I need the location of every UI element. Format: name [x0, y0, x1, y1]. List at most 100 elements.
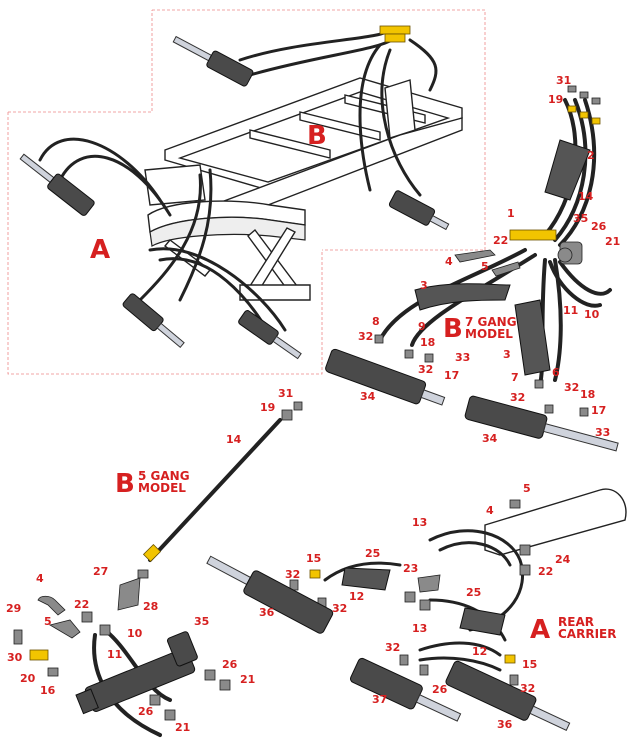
rear-carrier-callout-5: 22: [538, 565, 553, 578]
rear-carrier-label: A REAR CARRIER: [530, 615, 616, 645]
five-gang-callout-16: 26: [222, 658, 238, 671]
seven-gang-callout-6: 35: [573, 212, 588, 225]
seven-gang-text-2: MODEL: [465, 327, 513, 341]
five-gang-cylinder: [75, 631, 198, 715]
seven-gang-callout-15: 8: [372, 315, 380, 328]
seven-gang-callout-27: 17: [591, 404, 606, 417]
rear-carrier-callout-9: 12: [349, 590, 364, 603]
seven-gang-label: B 7 GANG MODEL: [443, 314, 517, 344]
seven-gang-callout-12: 11: [563, 304, 578, 317]
rear-carrier-callout-8: 32: [285, 568, 300, 581]
five-gang-text-2: MODEL: [138, 481, 186, 495]
seven-gang-callout-7: 26: [591, 220, 607, 233]
seven-gang-letter: B: [443, 314, 463, 344]
five-gang-callout-5: 28: [143, 600, 158, 613]
five-gang-callout-15: 35: [194, 615, 209, 628]
rear-carrier-callout-19: 36: [259, 606, 275, 619]
rear-carrier-text-1: REAR: [558, 615, 594, 629]
rear-carrier-callout-15: 15: [522, 658, 537, 671]
seven-gang-cylinders: [325, 348, 619, 452]
rear-carrier-sleeves: [341, 567, 506, 636]
seven-gang-callout-9: 22: [493, 234, 508, 247]
seven-gang-fittings: [374, 85, 601, 417]
five-gang-callout-12: 20: [20, 672, 36, 685]
seven-gang-callout-20: 32: [418, 363, 433, 376]
rear-carrier-callout-20: 37: [372, 693, 387, 706]
seven-gang-callout-14: 3: [420, 279, 428, 292]
rear-carrier-callout-12: 25: [466, 586, 481, 599]
rear-carrier-callout-21: 36: [497, 718, 513, 731]
top-valve: [379, 25, 411, 43]
five-gang-callout-2: 19: [260, 401, 275, 414]
seven-gang-callout-21: 17: [444, 369, 459, 382]
seven-gang-callout-8: 21: [605, 235, 620, 248]
five-gang-callout-6: 4: [36, 572, 44, 585]
top-dashed-outlines: [7, 9, 486, 375]
seven-gang-callout-18: 18: [420, 336, 435, 349]
five-gang-fittings: [13, 401, 303, 721]
rear-carrier-fittings: [289, 499, 531, 686]
section-a-top-label: A: [90, 235, 110, 265]
seven-gang-callout-29: 33: [595, 426, 610, 439]
five-gang-callout-1: 31: [278, 387, 293, 400]
rear-carrier-callout-2: 4: [486, 504, 494, 517]
seven-gang-callout-25: 32: [564, 381, 579, 394]
seven-gang-callout-3: 2: [587, 149, 595, 162]
seven-gang-callout-13: 10: [584, 308, 600, 321]
five-gang-text-1: 5 GANG: [138, 469, 190, 483]
seven-gang-callout-23: 7: [511, 371, 519, 384]
rear-carrier-callout-17: 26: [432, 683, 448, 696]
rear-carrier-callout-18: 32: [520, 682, 535, 695]
five-gang-label: B 5 GANG MODEL: [115, 469, 190, 499]
rear-carrier-callout-7: 25: [365, 547, 380, 560]
five-gang-callout-9: 5: [44, 615, 52, 628]
section-b-top-label: B: [307, 121, 327, 151]
five-gang-callout-10: 10: [127, 627, 143, 640]
rear-carrier-callout-13: 13: [412, 622, 427, 635]
seven-gang-callout-22: 3: [503, 348, 511, 361]
five-gang-callout-18: 26: [138, 705, 154, 718]
rear-carrier-callout-14: 12: [472, 645, 487, 658]
rear-carrier-callout-4: 24: [555, 553, 571, 566]
rear-carrier-text-2: CARRIER: [558, 627, 616, 641]
seven-gang-callout-28: 32: [510, 391, 525, 404]
rear-carrier-callout-10: 32: [332, 602, 347, 615]
rear-carrier-callout-11: 23: [403, 562, 418, 575]
rear-carrier-cylinders: [206, 555, 571, 731]
rear-carrier-hoses: [323, 529, 525, 672]
seven-gang-callout-16: 9: [418, 320, 426, 333]
seven-gang-callout-26: 18: [580, 388, 595, 401]
seven-gang-callout-1: 31: [556, 74, 571, 87]
rear-carrier-callout-16: 32: [385, 641, 400, 654]
main-frame: [144, 77, 463, 301]
rear-carrier-frame: [484, 488, 627, 556]
seven-gang-callout-10: 4: [445, 255, 453, 268]
seven-gang-callout-2: 19: [548, 93, 563, 106]
five-gang-letter: B: [115, 469, 135, 499]
seven-gang-callout-24: 6: [552, 366, 560, 379]
seven-gang-callout-4: 14: [578, 190, 594, 203]
rear-carrier-callout-3: 13: [412, 516, 427, 529]
seven-gang-callout-19: 33: [455, 351, 470, 364]
top-cylinders: [19, 35, 450, 360]
five-gang-callout-19: 21: [175, 721, 190, 734]
seven-gang-valve: [509, 229, 583, 265]
rear-carrier-callout-6: 15: [306, 552, 321, 565]
five-gang-callout-8: 29: [6, 602, 21, 615]
seven-gang-callout-17: 32: [358, 330, 373, 343]
five-gang-callout-14: 11: [107, 648, 122, 661]
five-gang-callout-11: 30: [7, 651, 23, 664]
seven-gang-callout-30: 34: [360, 390, 376, 403]
five-gang-callout-4: 27: [93, 565, 108, 578]
seven-gang-callout-31: 34: [482, 432, 498, 445]
seven-gang-sleeves: [414, 139, 591, 376]
five-gang-callout-7: 22: [74, 598, 89, 611]
five-gang-callout-3: 14: [226, 433, 242, 446]
rear-carrier-callout-1: 5: [523, 482, 531, 495]
rear-carrier-letter: A: [530, 615, 550, 645]
